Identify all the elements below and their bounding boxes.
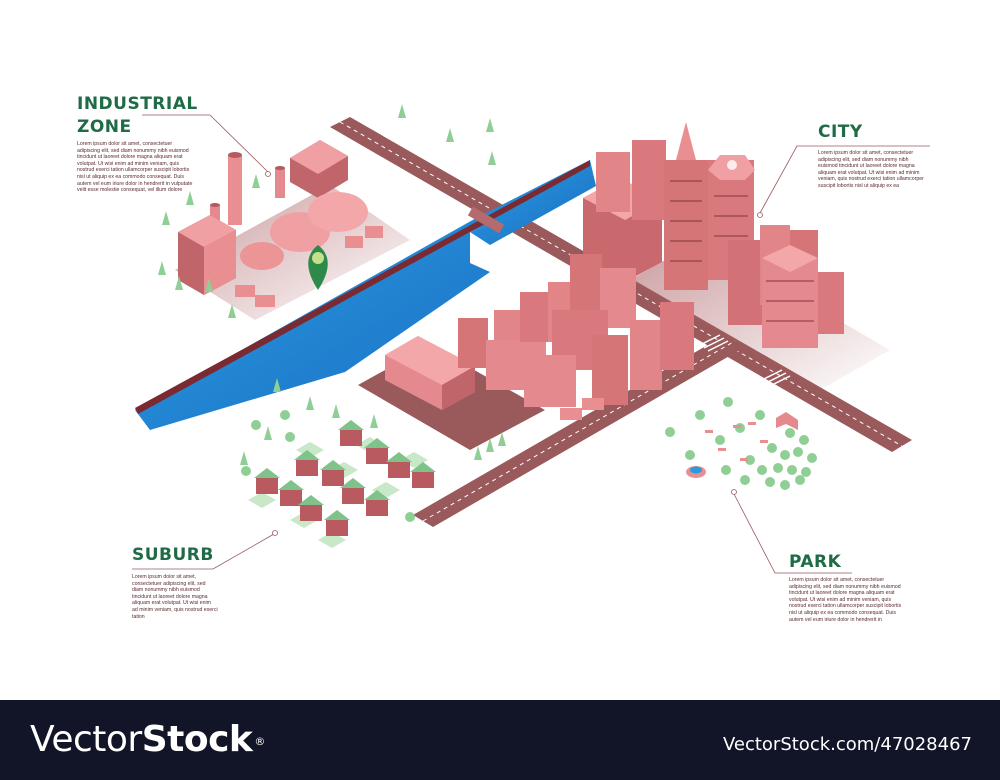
- skyscraper: [596, 152, 630, 212]
- city-title: CITY: [818, 122, 863, 142]
- trees: [158, 104, 817, 522]
- park-features: [686, 412, 798, 478]
- crosswalk: [699, 334, 791, 387]
- city-leader-line: [759, 145, 930, 214]
- smokestack: [228, 155, 242, 225]
- suburb-description: Lorem ipsum dolor sit amet, consectetuer…: [132, 574, 218, 620]
- park-description: Lorem ipsum dolor sit amet, consectetuer…: [789, 577, 902, 623]
- industrial-leader-line: [142, 114, 269, 173]
- park-leader-line: [733, 493, 852, 574]
- park-title: PARK: [789, 552, 842, 572]
- house: [256, 430, 434, 536]
- brand-thin: Vector: [30, 719, 142, 760]
- suburb-houses: [248, 420, 436, 548]
- suburb-title: SUBURB: [132, 545, 214, 565]
- suburb-leader-line: [132, 533, 275, 570]
- map-pin-icon: [308, 245, 328, 290]
- industrial-zone-title-line2: ZONE: [77, 117, 132, 137]
- industrial-zone-description: Lorem ipsum dolor sit amet, consectetuer…: [77, 141, 193, 194]
- brand-bold: Stock: [141, 719, 253, 760]
- image-id-link[interactable]: VectorStock.com/47028467: [722, 734, 972, 755]
- footer-bar: VectorStock® VectorStock.com/47028467: [0, 700, 1000, 780]
- helipad-icon: [727, 160, 737, 170]
- vectorstock-logo[interactable]: VectorStock®: [30, 718, 265, 762]
- bridge: [467, 206, 505, 234]
- city-description: Lorem ipsum dolor sit amet, consectetuer…: [818, 150, 924, 189]
- registered-mark-icon: ®: [254, 735, 265, 748]
- callout-lines: [132, 114, 930, 574]
- city-buildings: [583, 122, 890, 390]
- industrial-buildings: [175, 140, 410, 320]
- midtown-buildings: [358, 254, 694, 450]
- river: [135, 160, 596, 430]
- park-shelter: [776, 412, 798, 430]
- isometric-city-map-illustration: [132, 104, 930, 574]
- industrial-zone-title-line1: INDUSTRIAL: [77, 94, 198, 114]
